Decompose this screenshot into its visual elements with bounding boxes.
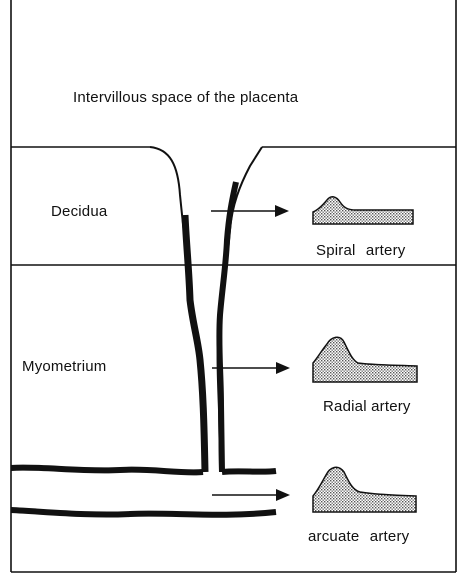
- arrow-arcuate: [212, 489, 290, 501]
- vessel-left-wall-thick: [185, 215, 205, 472]
- spiral-artery-label: Spiral artery: [316, 242, 405, 259]
- arcuate-vessel-upper-right: [222, 471, 276, 472]
- diagram-frame: [11, 0, 456, 572]
- vessel-right-wall-thick: [219, 182, 236, 472]
- arcuate-vessel-upper-wall: [11, 468, 203, 473]
- arcuate-artery-waveform: [313, 467, 416, 512]
- arcuate-artery-label: arcuate artery: [308, 528, 409, 545]
- vessel-left-wall: [150, 147, 203, 472]
- arrow-spiral: [211, 205, 289, 217]
- intervillous-space-label: Intervillous space of the placenta: [73, 89, 298, 106]
- radial-artery-label: Radial artery: [323, 398, 411, 415]
- arcuate-vessel-lower-wall: [11, 510, 276, 515]
- radial-artery-waveform: [313, 337, 417, 382]
- myometrium-label: Myometrium: [22, 358, 107, 375]
- arrow-radial: [212, 362, 290, 374]
- spiral-artery-waveform: [313, 197, 413, 224]
- decidua-label: Decidua: [51, 203, 107, 220]
